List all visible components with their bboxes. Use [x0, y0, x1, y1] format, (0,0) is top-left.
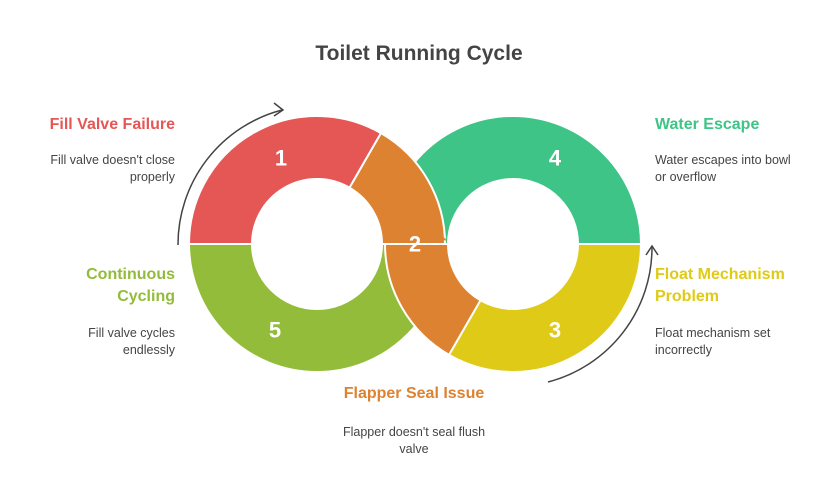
step-number-1: 1: [275, 146, 287, 171]
step-number-2: 2: [409, 232, 421, 257]
label-line: Float Mechanism: [655, 266, 785, 283]
step-1-label: Fill Valve Failure: [50, 114, 175, 136]
segment-2-flapper-seal-lower: [383, 243, 482, 357]
step-1-description: Fill valve doesn't close properly: [50, 152, 175, 186]
step-4-description: Water escapes into bowl or overflow: [655, 152, 791, 186]
step-number-5: 5: [269, 318, 281, 343]
label-line: Fill Valve Failure: [49, 116, 175, 133]
step-2-label: Flapper Seal Issue: [264, 383, 564, 405]
segment-3-float-mechanism: [447, 243, 643, 373]
step-number-3: 3: [549, 318, 561, 343]
label-line: Water Escape: [655, 116, 760, 133]
label-line: Cycling: [117, 288, 175, 305]
desc-line: or overflow: [655, 170, 717, 184]
segment-5-continuous-cycling: [187, 243, 447, 373]
step-2-description: Flapper doesn't seal flush valve: [264, 424, 564, 458]
desc-line: properly: [129, 170, 175, 184]
cycle-arrow-left: [177, 109, 283, 246]
desc-line: Fill valve doesn't close: [50, 153, 175, 167]
segment-2-joint: [382, 237, 448, 241]
desc-line: Flapper doesn't seal flush: [342, 425, 486, 439]
desc-line: incorrectly: [655, 343, 712, 357]
arrowhead-right-icon: [645, 244, 659, 256]
diagram-title: Toilet Running Cycle: [315, 42, 523, 65]
label-line: Continuous: [86, 266, 175, 283]
step-3-description: Float mechanism set incorrectly: [655, 325, 770, 359]
desc-line: valve: [399, 442, 429, 456]
arrowhead-left-icon: [273, 102, 285, 117]
step-5-description: Fill valve cycles endlessly: [88, 325, 175, 359]
segment-1-fill-valve-failure: [187, 115, 383, 245]
step-4-label: Water Escape: [655, 114, 759, 136]
desc-line: endlessly: [122, 343, 175, 357]
desc-line: Float mechanism set: [655, 326, 771, 340]
cycle-arrow-right: [547, 246, 653, 383]
segment-4-water-escape: [383, 115, 643, 245]
desc-line: Fill valve cycles: [88, 326, 175, 340]
label-line: Problem: [655, 288, 720, 305]
step-number-4: 4: [549, 146, 562, 171]
label-line: Flapper Seal Issue: [343, 385, 485, 402]
desc-line: Water escapes into bowl: [655, 153, 791, 167]
